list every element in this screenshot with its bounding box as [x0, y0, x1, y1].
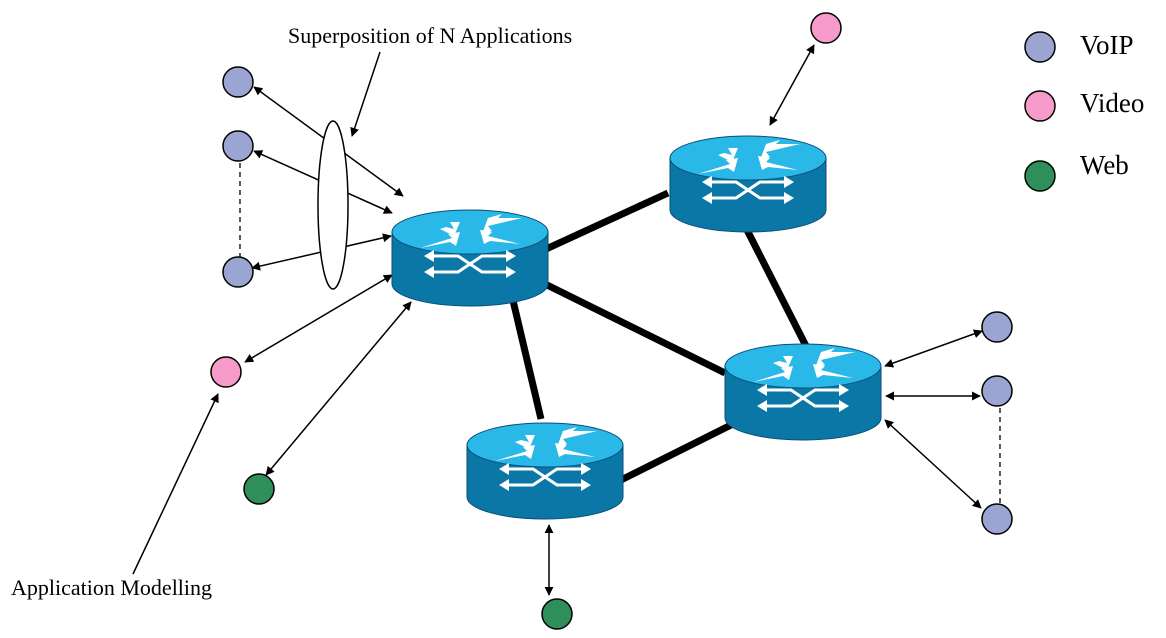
modelling-pointer-arrow: [132, 393, 219, 575]
router-1-router-icon: [391, 209, 549, 307]
superposition-group: [317, 120, 349, 290]
legend-video-label: Video: [1080, 88, 1145, 118]
routers: [391, 135, 882, 520]
voip-endpoint-circle-icon: [981, 503, 1013, 535]
video-endpoint-circle-icon: [210, 356, 242, 388]
traffic-arrow: [265, 301, 412, 476]
router-link: [507, 291, 545, 420]
router-link: [539, 278, 727, 377]
traffic-arrow: [884, 329, 983, 368]
traffic-arrow: [769, 44, 815, 126]
video-endpoint-circle-icon: [810, 12, 842, 44]
video-endpoint-icon: [1024, 90, 1056, 122]
router-4-router-icon: [466, 422, 624, 520]
legend-web-label: Web: [1080, 150, 1129, 180]
voip-endpoint-circle-icon: [981, 375, 1013, 407]
router-3-router-icon: [724, 343, 882, 441]
web-endpoint-circle-icon: [541, 598, 573, 630]
voip-endpoint-circle-icon: [222, 130, 254, 162]
web-endpoint-circle-icon: [243, 473, 275, 505]
legend-voip-label: VoIP: [1080, 30, 1134, 60]
endpoints: [210, 12, 1013, 630]
traffic-arrow: [884, 419, 982, 509]
superposition-ellipse: [317, 120, 349, 290]
voip-endpoint-circle-icon: [981, 311, 1013, 343]
application-modelling-label: Application Modelling: [11, 575, 213, 600]
traffic-arrow: [244, 274, 393, 363]
router-2-router-icon: [669, 135, 827, 233]
router-link: [531, 189, 670, 259]
voip-endpoint-circle-icon: [222, 256, 254, 288]
voip-endpoint-icon: [1024, 31, 1056, 63]
superposition-label: Superposition of N Applications: [288, 23, 573, 48]
web-endpoint-icon: [1024, 160, 1056, 192]
router-link: [741, 224, 810, 348]
legend-icons: [1024, 31, 1056, 192]
superposition-pointer-arrow: [350, 51, 381, 137]
voip-endpoint-circle-icon: [222, 66, 254, 98]
